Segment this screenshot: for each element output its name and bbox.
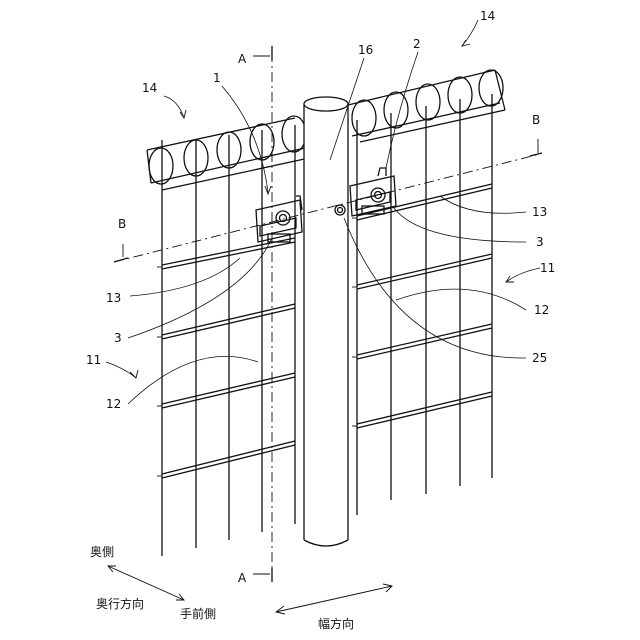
label-front-side: 手前側 bbox=[180, 606, 216, 621]
label-12-left: 12 bbox=[106, 397, 121, 411]
label-11-right: 11 bbox=[540, 261, 555, 275]
label-back-side: 奥側 bbox=[90, 545, 114, 559]
right-fence-panel bbox=[348, 70, 505, 515]
label-25: 25 bbox=[532, 351, 547, 365]
label-13-left: 13 bbox=[106, 291, 121, 305]
right-panel-vertical-wires bbox=[357, 94, 492, 515]
label-14-right: 14 bbox=[480, 9, 495, 23]
label-2: 2 bbox=[413, 37, 421, 51]
label-width-direction: 幅方向 bbox=[318, 616, 354, 631]
width-direction-arrow bbox=[276, 584, 392, 614]
label-11-left: 11 bbox=[86, 353, 101, 367]
left-top-rings bbox=[149, 116, 306, 184]
right-panel-horizontal-wires bbox=[357, 184, 492, 428]
left-top-frame bbox=[147, 118, 309, 190]
label-3-right: 3 bbox=[536, 235, 544, 249]
post bbox=[304, 97, 348, 546]
label-3-left: 3 bbox=[114, 331, 122, 345]
label-14-left: 14 bbox=[142, 81, 157, 95]
left-fence-panel bbox=[147, 116, 309, 556]
label-13-right: 13 bbox=[532, 205, 547, 219]
label-16: 16 bbox=[358, 43, 373, 57]
label-b-left: B bbox=[118, 217, 126, 231]
depth-direction-arrow bbox=[108, 566, 184, 600]
label-depth-direction: 奥行方向 bbox=[96, 596, 144, 611]
label-12-right: 12 bbox=[534, 303, 549, 317]
label-a-bottom: A bbox=[238, 571, 247, 585]
left-panel-vertical-wires bbox=[162, 125, 295, 556]
right-top-rings bbox=[352, 70, 503, 136]
label-b-right: B bbox=[532, 113, 540, 127]
label-1: 1 bbox=[213, 71, 221, 85]
label-a-top: A bbox=[238, 52, 247, 66]
